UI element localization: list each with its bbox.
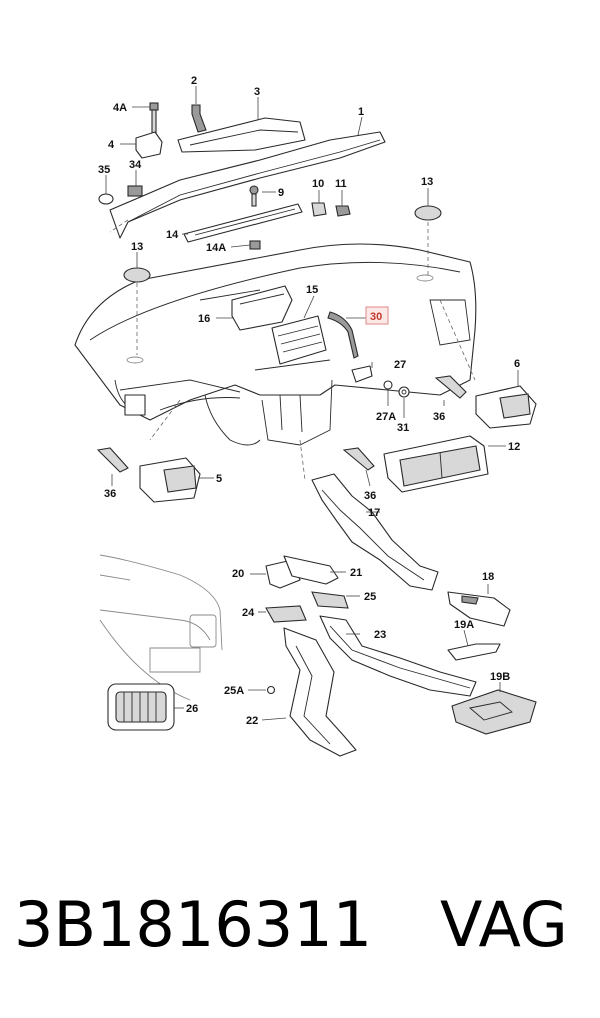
part-31-washer	[398, 386, 410, 398]
part-19B-cover	[451, 689, 537, 735]
exploded-parts-diagram: 2 3 1 4A 4 34 35 9 10 11 13 14 14A 13 15…	[74, 75, 537, 757]
callout-6: 6	[514, 358, 520, 370]
part-34-clip	[127, 185, 143, 197]
callout-27: 27	[394, 359, 406, 371]
part-5-vent-left	[139, 457, 201, 503]
part-25-clip	[311, 591, 349, 609]
callout-11: 11	[335, 178, 347, 190]
callout-25: 25	[364, 591, 376, 603]
callout-9: 9	[278, 187, 284, 199]
callout-14A: 14A	[206, 242, 226, 254]
rear-console-outline	[99, 554, 223, 701]
callout-10: 10	[312, 178, 324, 190]
part-2-screw	[191, 104, 207, 133]
part-13-plug-left	[123, 267, 151, 283]
part-18-outlet	[447, 591, 511, 627]
callout-36-right: 36	[433, 411, 445, 423]
callout-12: 12	[508, 441, 520, 453]
part-27A-washer	[383, 380, 393, 390]
dashed-guides	[109, 219, 476, 481]
callout-13-left: 13	[131, 241, 143, 253]
brand-label: VAG	[440, 888, 568, 961]
callout-19A: 19A	[454, 619, 474, 631]
callout-18: 18	[482, 571, 494, 583]
part-number: 3B1816311	[14, 888, 373, 961]
callout-16: 16	[198, 313, 210, 325]
part-36-bulb-right	[434, 375, 467, 399]
callout-labels: 2 3 1 4A 4 34 35 9 10 11 13 14 14A 13 15…	[98, 75, 520, 727]
leader-lines	[105, 86, 519, 721]
callout-25A: 25A	[224, 685, 244, 697]
callout-24: 24	[242, 607, 255, 619]
callout-20: 20	[232, 568, 244, 580]
callout-22: 22	[246, 715, 258, 727]
callout-27A: 27A	[376, 411, 396, 423]
part-11-clip	[335, 205, 351, 217]
callout-35: 35	[98, 164, 110, 176]
part-36-bulb-left	[96, 447, 129, 473]
part-21-duct	[283, 555, 339, 585]
callout-15: 15	[306, 284, 318, 296]
callout-36-center: 36	[364, 490, 376, 502]
part-19A-trim	[447, 643, 501, 661]
part-3-cover	[177, 117, 306, 153]
part-1-cross-member	[109, 131, 386, 239]
part-35-plug	[98, 193, 114, 205]
part-15-vent-housing	[271, 315, 327, 365]
part-6-vent-right	[475, 385, 537, 429]
callout-31: 31	[397, 422, 409, 434]
part-16-vent-center	[231, 285, 293, 331]
part-27-bracket	[351, 365, 373, 383]
callout-30: 30	[370, 311, 382, 323]
callout-17: 17	[368, 507, 380, 519]
part-4-bracket	[135, 131, 163, 159]
part-22-duct	[283, 627, 357, 757]
part-12-vent-center	[383, 435, 489, 493]
part-17-duct	[311, 473, 439, 591]
part-25A-washer	[266, 685, 276, 695]
callout-3: 3	[254, 86, 260, 98]
callout-1: 1	[358, 106, 364, 118]
part-10-clip	[311, 202, 327, 217]
part-30-hose	[327, 311, 359, 359]
part-23-duct	[319, 615, 477, 697]
callout-36-left: 36	[104, 488, 116, 500]
callout-5: 5	[216, 473, 222, 485]
callout-19B: 19B	[490, 671, 510, 683]
part-14A-clip	[249, 240, 261, 250]
callout-4A: 4A	[113, 102, 127, 114]
callout-21: 21	[350, 567, 362, 579]
callout-23: 23	[374, 629, 386, 641]
part-36-bulb-center	[342, 447, 375, 471]
part-26-rear-vent	[107, 683, 175, 731]
part-24-clip	[265, 605, 307, 623]
callout-26: 26	[186, 703, 198, 715]
callout-30-highlight	[365, 306, 389, 325]
part-9-screw	[249, 185, 259, 207]
callout-14: 14	[166, 229, 179, 241]
callout-13-right: 13	[421, 176, 433, 188]
callout-4: 4	[108, 139, 115, 151]
part-13-plug-right	[414, 205, 442, 221]
callout-34: 34	[129, 159, 142, 171]
part-4A-screw	[149, 102, 159, 135]
part-14-grille	[183, 203, 303, 243]
callout-2: 2	[191, 75, 197, 87]
